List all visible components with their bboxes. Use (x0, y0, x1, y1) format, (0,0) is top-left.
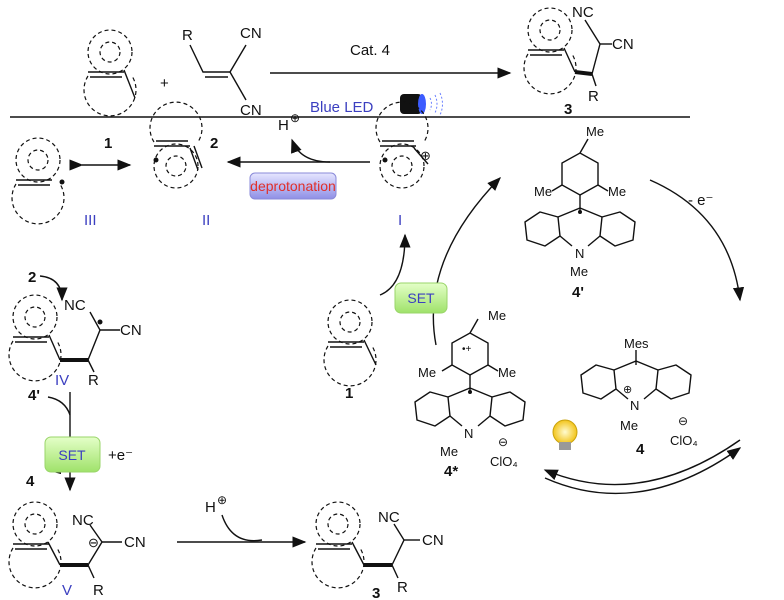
minus-charge: ⊖ (88, 535, 99, 550)
set-badge: SET (394, 282, 448, 314)
compound-label: 4 (636, 441, 645, 458)
lightbulb-icon (552, 419, 578, 450)
methyl-label: Me (586, 124, 604, 139)
compound-label: 2 (210, 135, 218, 152)
proton: H (278, 117, 289, 134)
intermediate-V: NC ⊖ CN R V (8, 501, 146, 599)
r-group: R (182, 27, 193, 44)
compound-3-cycle: NC CN R 3 (311, 501, 444, 600)
reagent-label: 4' (28, 387, 40, 404)
deprotonation-badge: deprotonation (249, 172, 337, 200)
compound-label: 4* (444, 463, 458, 480)
nitrogen-label: N (575, 246, 584, 261)
deprotonation-label: deprotonation (250, 178, 336, 194)
methyl-label: Me (440, 444, 458, 459)
minus-charge: ⊖ (678, 414, 688, 428)
relaxation-arrow (544, 447, 742, 495)
set-badge: SET (44, 436, 101, 473)
proton: H (205, 499, 216, 516)
compound-3-top: NC CN R 3 (523, 4, 634, 118)
methyl-label: Me (498, 365, 516, 380)
catalyst-label: Cat. 4 (350, 42, 390, 59)
intermediate-label: IV (55, 372, 69, 389)
light-label: Blue LED (310, 99, 374, 116)
r-group: R (93, 582, 104, 599)
cn-group: CN (612, 36, 634, 53)
catalyst-in-arrow (47, 396, 71, 416)
electron-gain: +e⁻ (108, 447, 133, 464)
r-group: R (588, 88, 599, 105)
cn-group: CN (240, 102, 262, 119)
intermediate-III: III (11, 137, 97, 229)
counterion-label: ClO₄ (670, 433, 698, 448)
plus-charge: ⊕ (217, 493, 227, 507)
intermediate-label: III (84, 212, 97, 229)
proton-in-arrow (221, 514, 263, 542)
nc-group: NC (72, 512, 94, 529)
cn-group: CN (422, 532, 444, 549)
set-arrow (432, 176, 501, 346)
compound-1-cycle: 1 (323, 299, 377, 402)
radical-cation: •+ (462, 344, 472, 355)
electron-loss: - e⁻ (688, 192, 713, 209)
methyl-label: Me (488, 308, 506, 323)
plus-charge: ⊕ (420, 148, 431, 163)
compound-label: 3 (372, 585, 380, 600)
reagent-label: 4 (26, 473, 35, 490)
proton-loss-arrow (291, 138, 331, 163)
methyl-label: Me (570, 264, 588, 279)
led-icon (400, 92, 443, 116)
cn-group: CN (124, 534, 146, 551)
plus-charge: ⊕ (623, 384, 632, 396)
acridinium-4: Mes N ⊕ Me 4 ⊖ ClO₄ (580, 336, 698, 458)
counterion-label: ClO₄ (490, 454, 518, 469)
compound-label: 4' (572, 284, 584, 301)
intermediate-IV: NC CN R IV (8, 294, 142, 389)
nc-group: NC (572, 4, 594, 21)
r-group: R (88, 372, 99, 389)
compound-1-top: 1 (83, 29, 137, 152)
methyl-label: Me (418, 365, 436, 380)
minus-charge: ⊖ (498, 435, 508, 449)
r-group: R (397, 579, 408, 596)
plus-sign: + (160, 75, 169, 92)
nc-group: NC (64, 297, 86, 314)
reagent-label: 2 (28, 269, 36, 286)
excitation-arrow (543, 439, 741, 486)
compound-label: 1 (345, 385, 353, 402)
intermediate-label: I (398, 212, 402, 229)
cn-group: CN (120, 322, 142, 339)
methyl-label: Me (620, 418, 638, 433)
excited-catalyst-4star: •+ Me Me Me N Me 4* ⊖ ClO₄ (414, 308, 526, 480)
nitrogen-label: N (464, 426, 473, 441)
intermediate-I: ⊕ I (375, 101, 431, 229)
nitrogen-label: N (630, 398, 639, 413)
intermediate-label: V (62, 582, 72, 599)
acridine-radical-4prime: Me Me Me N Me 4' (524, 124, 636, 301)
compound-2: R CN CN 2 (182, 25, 262, 152)
plus-charge: ⊕ (290, 111, 300, 125)
cn-group: CN (240, 25, 262, 42)
set-label: SET (58, 447, 86, 463)
methyl-label: Me (534, 184, 552, 199)
set-label: SET (407, 290, 435, 306)
oxidation-arrow (649, 179, 745, 302)
mesityl-label: Mes (624, 336, 649, 351)
intermediate-II: II (149, 101, 210, 229)
addition-arrow (39, 275, 68, 302)
set-to-I-arrow (379, 233, 411, 296)
compound-label: 3 (564, 101, 572, 118)
intermediate-label: II (202, 212, 210, 229)
methyl-label: Me (608, 184, 626, 199)
nc-group: NC (378, 509, 400, 526)
compound-label: 1 (104, 135, 112, 152)
